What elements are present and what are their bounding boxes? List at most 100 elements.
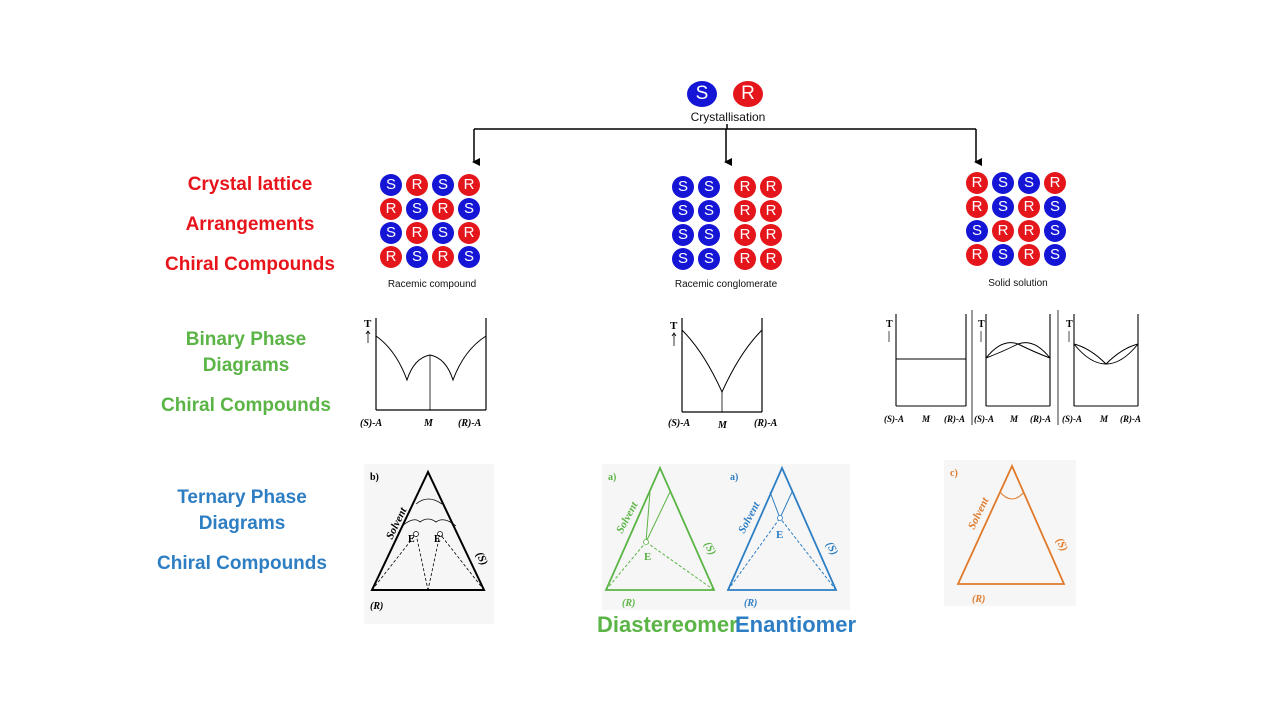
svg-text:(S)-A: (S)-A: [884, 414, 904, 424]
lattice-molecule-r: R: [1044, 172, 1066, 194]
svg-text:M: M: [1009, 414, 1019, 424]
lattice-molecule-r: R: [760, 224, 782, 246]
crystal-label-line3: Chiral Compounds: [165, 254, 335, 275]
lattice-molecule-s: S: [458, 198, 480, 220]
binary-label-line2: Diagrams: [202, 355, 290, 376]
crystal-label-line1: Crystal lattice: [187, 174, 313, 195]
svg-text:T: T: [670, 320, 678, 332]
lattice-molecule-s: S: [698, 200, 720, 222]
caption-racemic-conglomerate: Racemic conglomerate: [674, 279, 778, 290]
lattice-molecule-r: R: [734, 224, 756, 246]
lattice-molecule-r: R: [432, 198, 454, 220]
svg-text:(R): (R): [972, 594, 985, 605]
caption-racemic-compound: Racemic compound: [387, 279, 477, 290]
ternary-diagram-enantiomer: a) E Solvent (S) (R): [724, 464, 850, 610]
svg-text:M: M: [717, 420, 728, 431]
svg-text:(R): (R): [622, 598, 635, 609]
crystallisation-label: Crystallisation: [690, 110, 766, 124]
lattice-molecule-r: R: [734, 176, 756, 198]
lattice-molecule-s: S: [406, 198, 428, 220]
ternary-diagram-solid-solution: c) Solvent (S) (R): [944, 460, 1076, 606]
svg-text:a): a): [730, 472, 738, 483]
binary-diagram-racemic-compound: T (S)-A M (R)-A: [360, 318, 487, 429]
lattice-molecule-s: S: [458, 246, 480, 268]
lattice-molecule-s: S: [1044, 196, 1066, 218]
lattice-molecule-s: S: [672, 224, 694, 246]
binary-diagram-solid-solutions: T (S)-A M (R)-A T (S)-A M (R)-A T (S)-A …: [884, 310, 1141, 425]
lattice-molecule-s: S: [698, 224, 720, 246]
lattice-molecule-s: S: [1044, 220, 1066, 242]
ternary-label-line2: Diagrams: [198, 513, 286, 534]
lattice-molecule-r: R: [760, 200, 782, 222]
lattice-molecule-s: S: [1018, 172, 1040, 194]
binary-label-line3: Chiral Compounds: [161, 395, 331, 416]
svg-text:M: M: [921, 414, 931, 424]
svg-text:Solvent: Solvent: [614, 499, 641, 535]
lattice-molecule-r: R: [1018, 244, 1040, 266]
svg-text:(S): (S): [1053, 536, 1070, 553]
lattice-molecule-s: S: [432, 222, 454, 244]
lattice-molecule-r: R: [966, 244, 988, 266]
svg-text:(R): (R): [370, 601, 383, 612]
svg-text:(S)-A: (S)-A: [974, 414, 994, 424]
svg-text:E: E: [408, 534, 415, 545]
svg-text:T: T: [886, 319, 893, 330]
lattice-molecule-r: R: [1018, 220, 1040, 242]
svg-text:(R): (R): [744, 598, 757, 609]
lattice-molecule-s: S: [672, 176, 694, 198]
lattice-molecule-r: R: [432, 246, 454, 268]
lattice-molecule-r: R: [380, 198, 402, 220]
lattice-molecule-r: R: [1018, 196, 1040, 218]
svg-text:T: T: [1066, 319, 1073, 330]
lattice-molecule-r: R: [966, 172, 988, 194]
lattice-molecule-s: S: [380, 222, 402, 244]
lattice-molecule-s: S: [406, 246, 428, 268]
lattice-molecule-s: S: [966, 220, 988, 242]
binary-m-axis: M: [423, 418, 434, 429]
caption-solid-solution: Solid solution: [988, 278, 1048, 289]
ternary-diagram-racemic-compound: b) E E' Solvent (S) (R): [364, 464, 494, 624]
lattice-molecule-r: R: [458, 222, 480, 244]
svg-text:E: E: [776, 529, 783, 541]
lattice-molecule-r: R: [992, 220, 1014, 242]
lattice-molecule-r: R: [734, 200, 756, 222]
lattice-molecule-r: R: [734, 248, 756, 270]
svg-text:(S): (S): [823, 540, 840, 558]
s-enantiomer-ball: S: [687, 81, 717, 107]
lattice-molecule-s: S: [380, 174, 402, 196]
svg-text:T: T: [978, 319, 985, 330]
lattice-molecule-s: S: [1044, 244, 1066, 266]
lattice-molecule-s: S: [698, 176, 720, 198]
lattice-molecule-s: S: [432, 174, 454, 196]
ternary-label-line3: Chiral Compounds: [157, 553, 327, 574]
binary-t-label: T: [364, 318, 372, 330]
lattice-molecule-s: S: [672, 248, 694, 270]
ternary-label-line1: Ternary Phase: [177, 487, 307, 508]
svg-text:(S): (S): [701, 540, 718, 558]
lattice-molecule-r: R: [966, 196, 988, 218]
lattice-molecule-r: R: [406, 174, 428, 196]
r-enantiomer-ball: R: [733, 81, 763, 107]
svg-text:(S)-A: (S)-A: [1062, 414, 1082, 424]
svg-text:c): c): [950, 468, 958, 479]
svg-text:(S): (S): [473, 550, 490, 567]
binary-diagram-conglomerate: T (S)-A M (R)-A: [668, 318, 778, 431]
lattice-molecule-r: R: [458, 174, 480, 196]
svg-text:Solvent: Solvent: [736, 499, 763, 535]
ternary-diagram-diastereomer: a) E Solvent (S) (R): [602, 464, 724, 610]
lattice-molecule-s: S: [992, 172, 1014, 194]
binary-label-line1: Binary Phase: [185, 329, 307, 350]
lattice-molecule-r: R: [406, 222, 428, 244]
crystal-label-line2: Arrangements: [185, 214, 315, 235]
lattice-molecule-s: S: [992, 244, 1014, 266]
lattice-molecule-s: S: [992, 196, 1014, 218]
svg-text:M: M: [1099, 414, 1109, 424]
svg-text:E': E': [434, 534, 444, 545]
lattice-molecule-r: R: [760, 248, 782, 270]
svg-text:a): a): [608, 472, 616, 483]
binary-s-axis: (S)-A: [360, 418, 383, 429]
